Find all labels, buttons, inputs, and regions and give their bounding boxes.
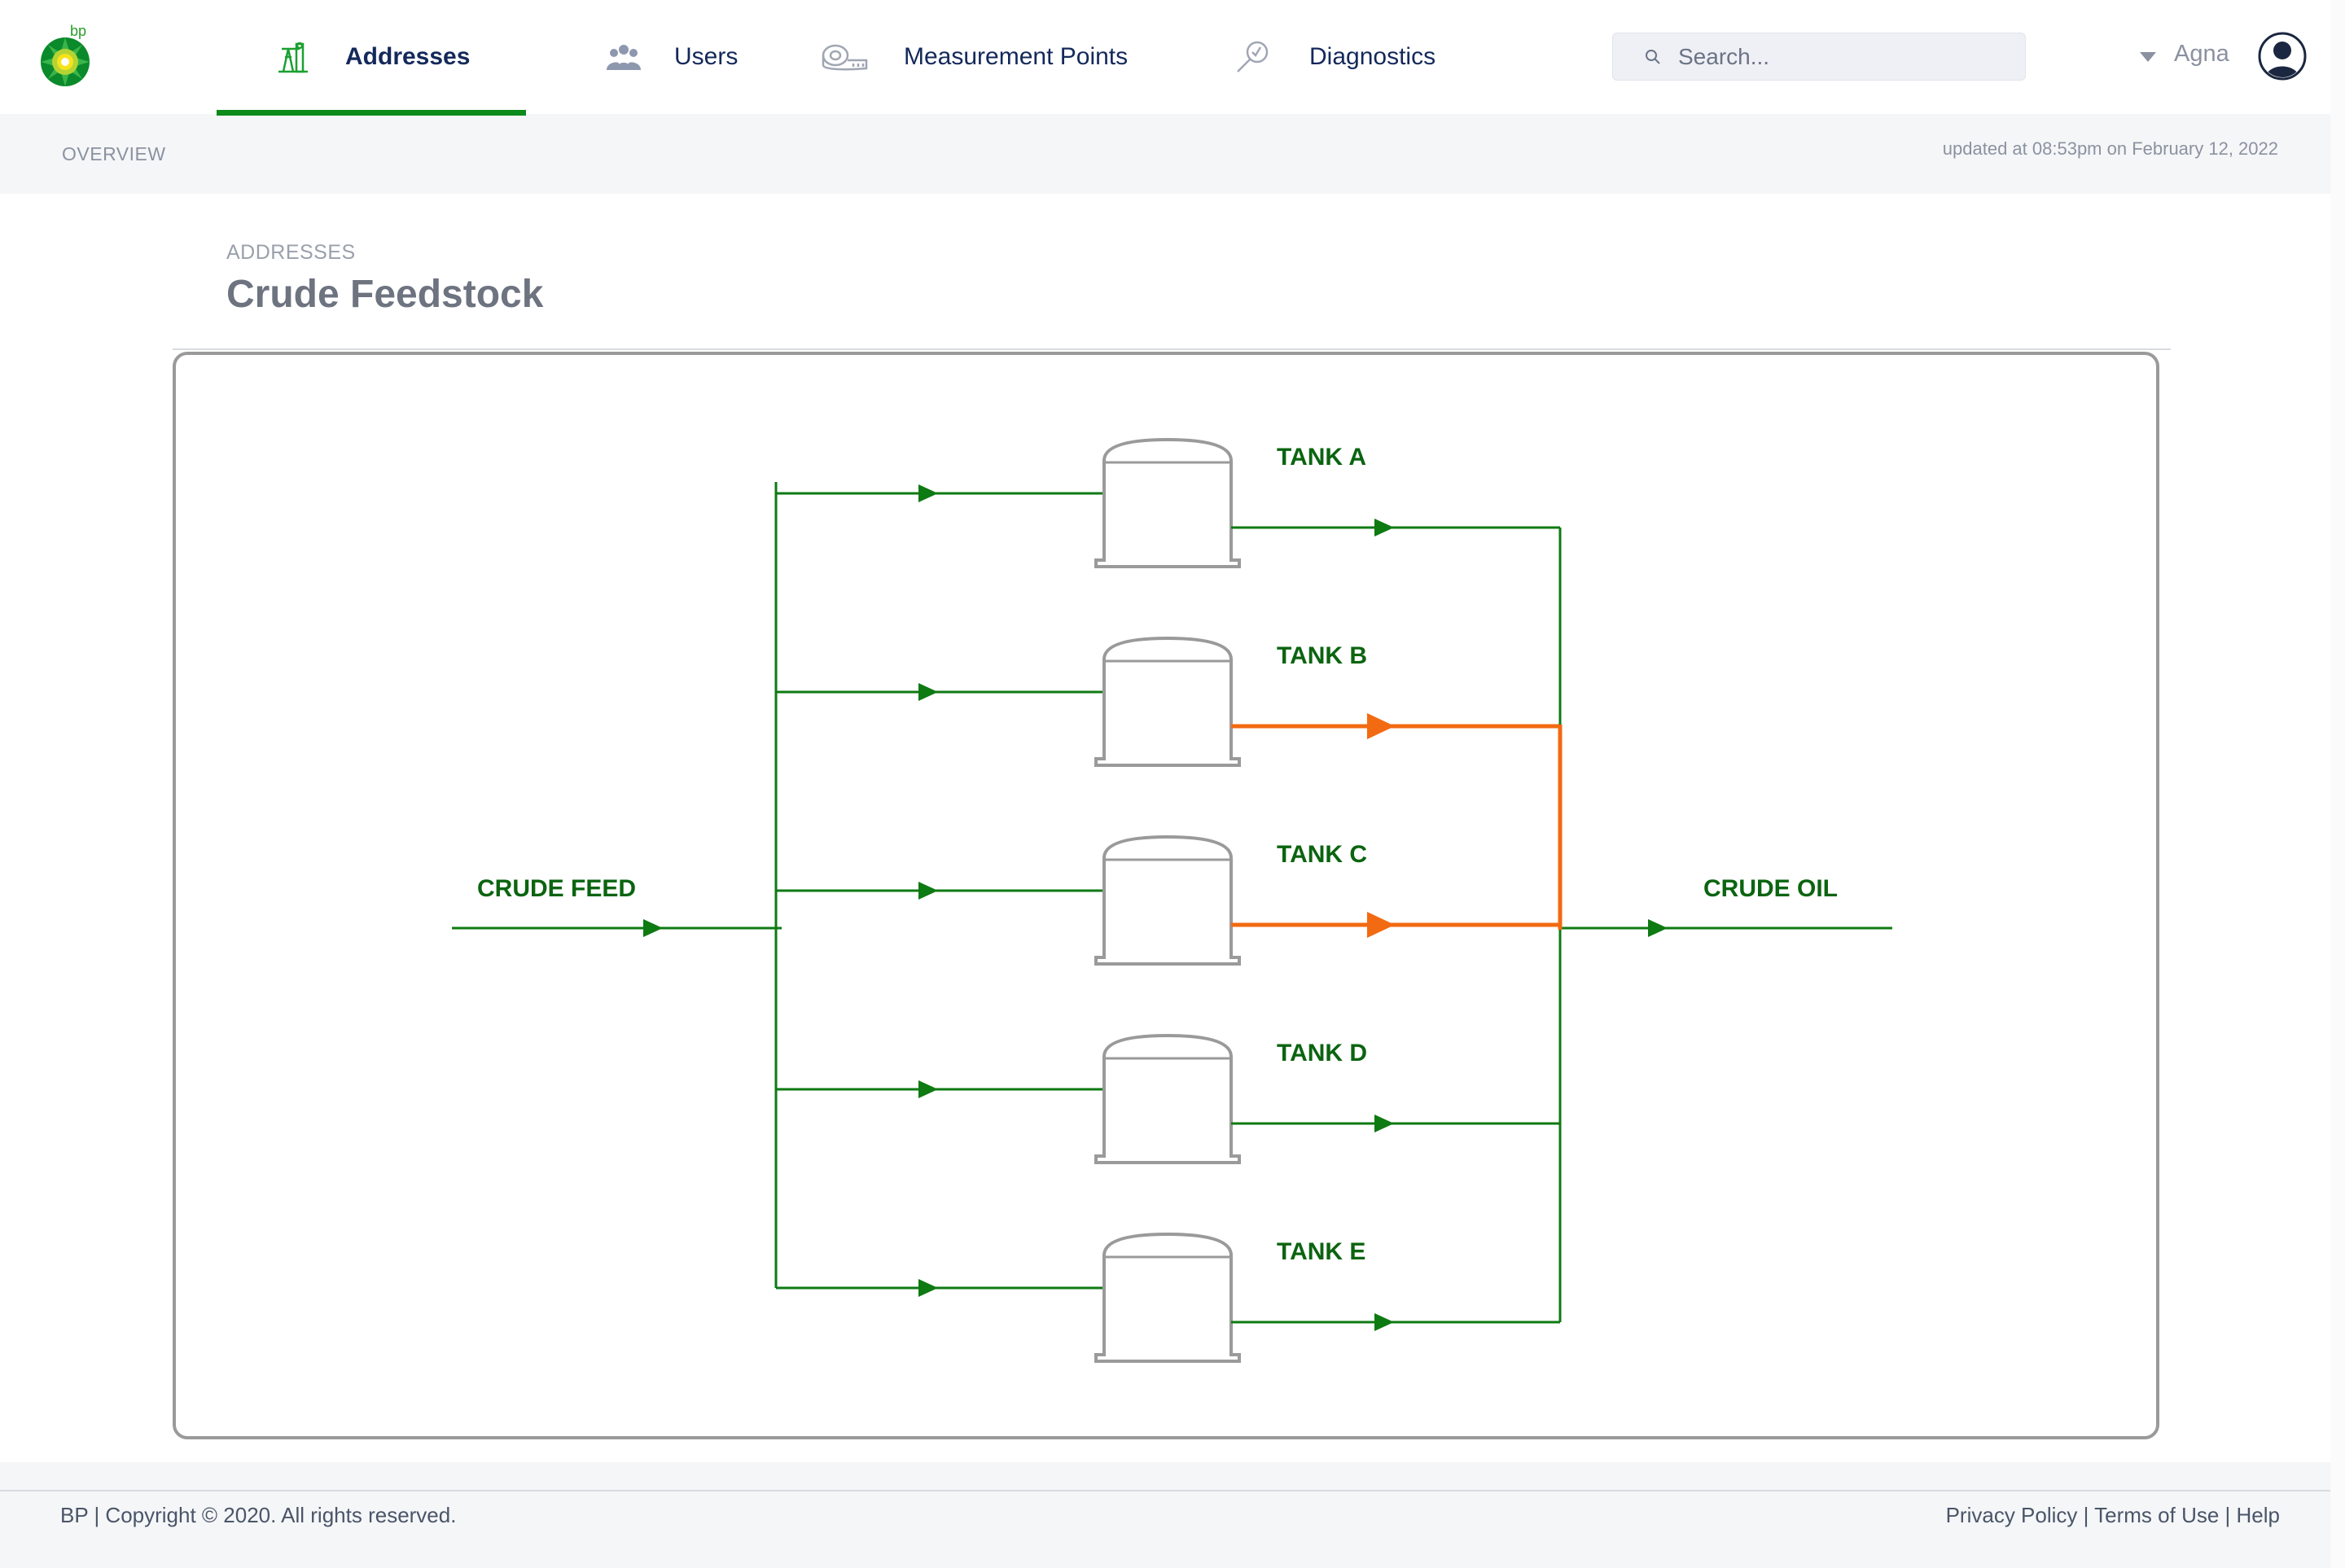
footer-divider	[0, 1490, 2330, 1491]
terms-of-use-link[interactable]: Terms of Use	[2094, 1503, 2220, 1527]
tank-c-vessel	[1102, 834, 1233, 948]
footer-separator: |	[2219, 1503, 2237, 1527]
tab-users[interactable]: Users	[606, 0, 738, 114]
tank-b-vessel	[1102, 636, 1233, 749]
user-menu-caret-icon[interactable]	[2140, 52, 2156, 62]
footer-brand: BP	[60, 1503, 89, 1527]
tab-measurement-points-label: Measurement Points	[904, 43, 1129, 70]
footer-links: Privacy Policy | Terms of Use | Help	[1946, 1503, 2280, 1528]
tab-addresses-label: Addresses	[345, 43, 471, 70]
tank-e-inflow-arrow	[918, 1279, 938, 1297]
footer-copyright-text: Copyright © 2020. All rights reserved.	[105, 1503, 457, 1527]
search-box[interactable]	[1612, 33, 2026, 81]
search-icon	[1644, 48, 1662, 66]
tank-c-inflow-arrow	[918, 882, 938, 900]
tank-d-outflow-arrow	[1374, 1115, 1394, 1132]
footer-separator: |	[2077, 1503, 2095, 1527]
page-scrollbar[interactable]	[2330, 0, 2345, 1568]
users-icon	[606, 39, 642, 75]
oil-pump-icon	[275, 39, 311, 75]
tank-a-base	[1094, 550, 1241, 568]
breadcrumb[interactable]: ADDRESSES	[226, 241, 356, 264]
help-link[interactable]: Help	[2236, 1503, 2280, 1527]
tank-d-vessel	[1102, 1033, 1233, 1146]
diagnostics-icon	[1234, 39, 1270, 75]
avatar[interactable]	[2257, 31, 2308, 81]
tank-b-outflow-arrow	[1367, 713, 1395, 739]
bp-logo[interactable]: bp	[36, 21, 94, 90]
search-input[interactable]	[1677, 42, 2005, 71]
footer-copyright: BP | Copyright © 2020. All rights reserv…	[60, 1503, 456, 1528]
tank-a-label: TANK A	[1277, 444, 1366, 471]
tank-b-inflow-arrow	[918, 683, 938, 701]
tab-diagnostics-label: Diagnostics	[1309, 43, 1436, 70]
tank-b-label: TANK B	[1277, 642, 1367, 669]
footer-separator: |	[88, 1503, 106, 1527]
tank-a-inflow-arrow	[918, 484, 938, 502]
logo-text: bp	[70, 23, 86, 39]
tank-e-base	[1094, 1345, 1241, 1363]
tank-d-inflow-arrow	[918, 1080, 938, 1098]
tab-diagnostics[interactable]: Diagnostics	[1234, 0, 1435, 114]
breadcrumb-overview[interactable]: OVERVIEW	[62, 143, 166, 164]
tank-d-base	[1094, 1146, 1241, 1164]
tank-c-label: TANK C	[1277, 841, 1367, 868]
tank-d-label: TANK D	[1277, 1040, 1367, 1067]
crude-feed-arrow	[643, 919, 663, 937]
tab-measurement-points[interactable]: Measurement Points	[821, 0, 1128, 114]
crude-oil-arrow	[1648, 919, 1668, 937]
meter-icon	[821, 39, 870, 75]
tank-e-vessel	[1102, 1232, 1233, 1345]
tank-e-label: TANK E	[1277, 1238, 1365, 1265]
tank-c-base	[1094, 948, 1241, 966]
tab-users-label: Users	[674, 43, 739, 70]
active-tab-indicator	[217, 110, 526, 116]
last-updated-text: updated at 08:53pm on February 12, 2022	[1942, 138, 2278, 159]
top-navigation-bar: bp Addresse	[0, 0, 2345, 116]
tank-e-outflow-arrow	[1374, 1313, 1394, 1331]
crude-feed-label: CRUDE FEED	[477, 875, 636, 902]
privacy-policy-link[interactable]: Privacy Policy	[1945, 1503, 2078, 1527]
tab-addresses[interactable]: Addresses	[275, 0, 470, 114]
tank-b-base	[1094, 749, 1241, 767]
page-title: Crude Feedstock	[226, 273, 544, 316]
tank-a-outflow-arrow	[1374, 519, 1394, 537]
crude-oil-label: CRUDE OIL	[1703, 875, 1838, 902]
tank-c-outflow-arrow	[1367, 912, 1395, 938]
tank-a-vessel	[1102, 437, 1233, 550]
user-name[interactable]: Agna	[2174, 41, 2229, 67]
title-divider	[173, 348, 2171, 350]
